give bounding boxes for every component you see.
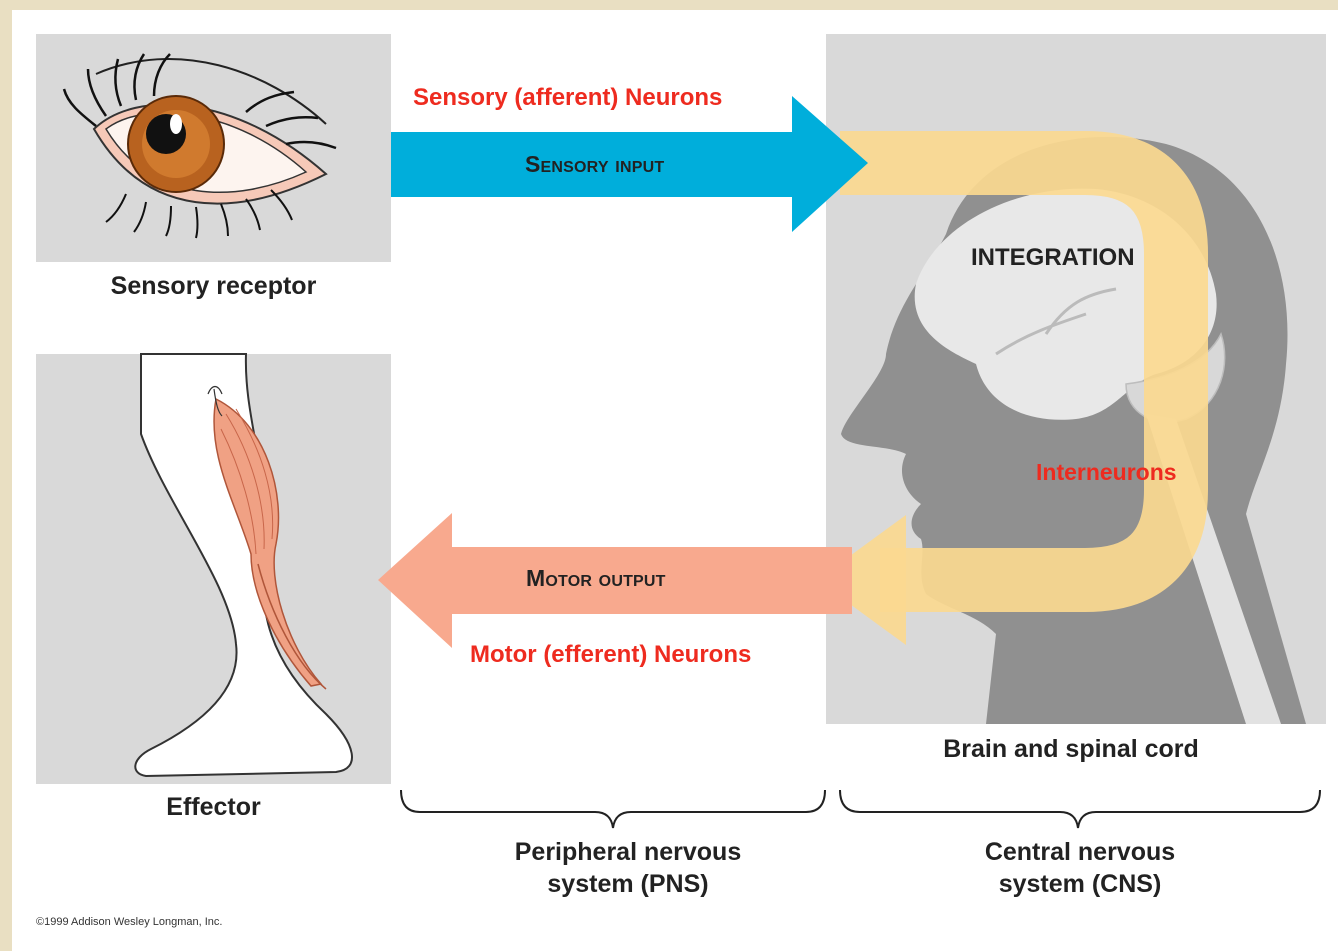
pns-label-line2: system (PNS): [428, 870, 828, 899]
copyright-notice: ©1999 Addison Wesley Longman, Inc.: [36, 916, 222, 928]
cns-label-line2: system (CNS): [880, 870, 1280, 899]
pns-label-line1: Peripheral nervous: [428, 838, 828, 867]
cns-label-line1: Central nervous: [880, 838, 1280, 867]
